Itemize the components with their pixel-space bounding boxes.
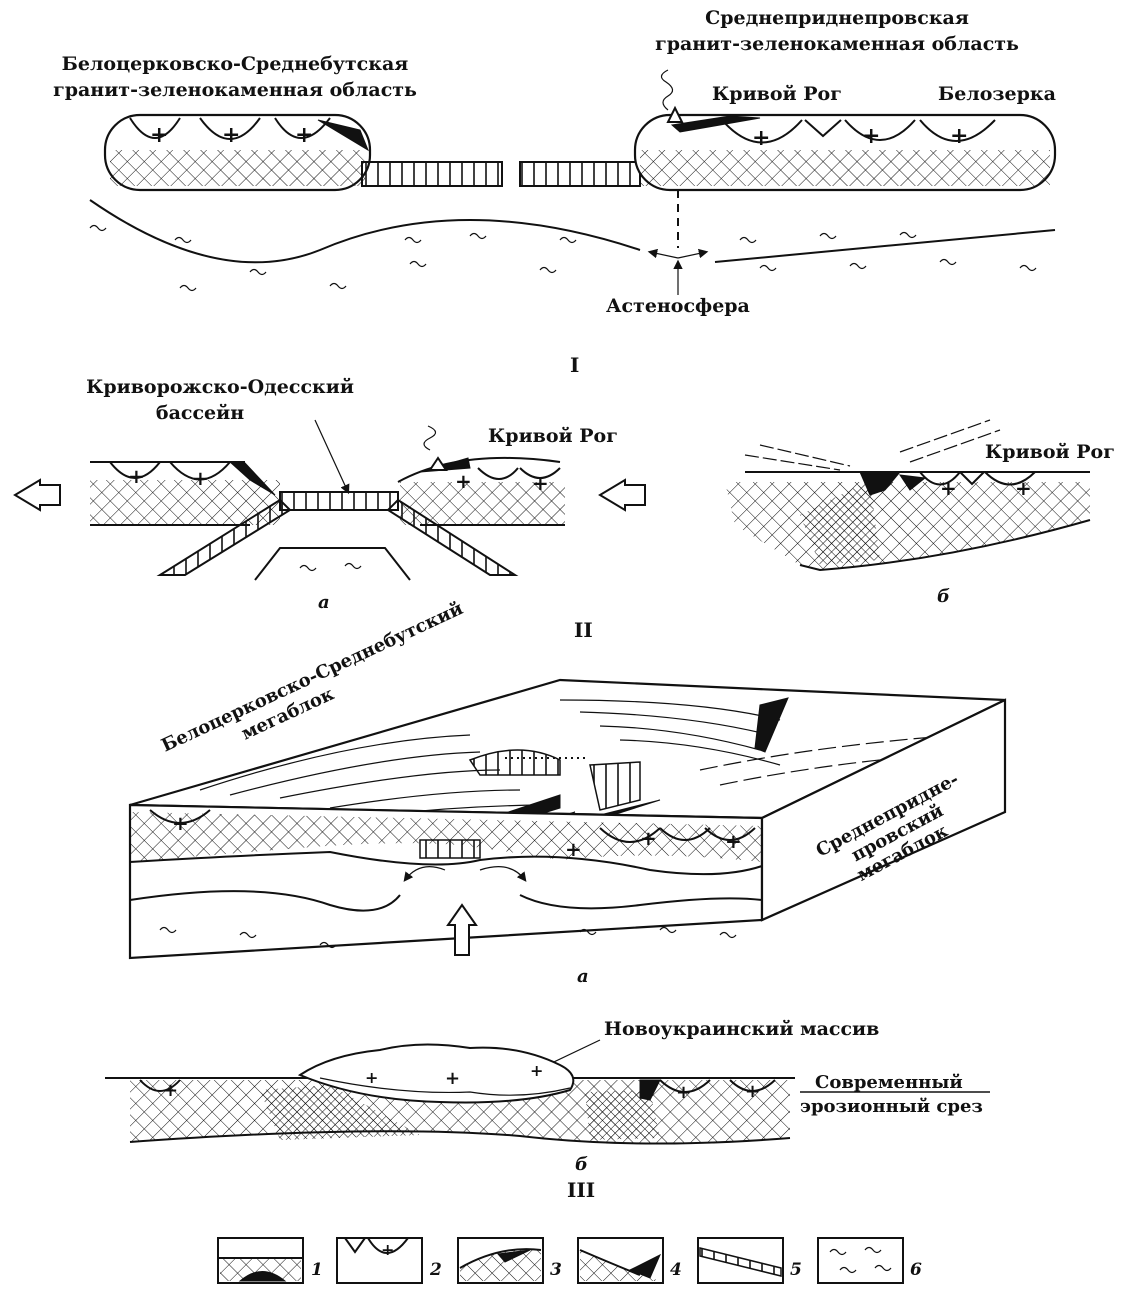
basin-label-line2: бассейн: [156, 402, 244, 424]
plus-symbol: +: [295, 122, 313, 148]
plus-symbol: +: [222, 122, 240, 148]
legend-item-5: 5: [698, 1238, 802, 1283]
compression-arrow-left: [15, 480, 60, 510]
panel-III-a: Белоцерковско-Среднебутский мегаблок + +…: [130, 598, 1005, 987]
mantle-wedge-outline: [255, 548, 410, 580]
legend-label-6: 6: [910, 1260, 922, 1280]
left-crust-hatch: [110, 150, 365, 186]
plus-symbol: +: [640, 826, 657, 850]
kryvyi-rih-label-IIb: Кривой Рог: [985, 441, 1115, 463]
plus-symbol: +: [862, 123, 880, 149]
plus-symbol: +: [163, 1080, 178, 1101]
plus-symbol: +: [192, 466, 209, 490]
basin-label-line1: Криворожско-Одесский: [86, 376, 354, 398]
plus-symbol: +: [172, 811, 189, 835]
numeral-II: II: [574, 618, 593, 642]
thrust-lines-IIb: [745, 420, 1000, 470]
numeral-III: III: [567, 1178, 595, 1202]
right-oceanic-segment: [520, 162, 640, 186]
left-region-label-line1: Белоцерковско-Среднебутская: [62, 53, 409, 75]
asthenosphere-label: Астеносфера: [606, 295, 750, 317]
legend-label-1: 1: [311, 1260, 323, 1280]
legend-item-1: 1: [218, 1238, 323, 1283]
sub-label-IIIb: б: [575, 1154, 588, 1175]
erosion-cut-line1: Современный: [815, 1072, 963, 1093]
legend-item-4: 4: [578, 1238, 682, 1283]
plus-symbol: +: [530, 1061, 543, 1080]
sub-label-IIa: а: [318, 592, 330, 613]
sub-label-IIb: б: [937, 586, 950, 607]
plus-symbol: +: [150, 122, 168, 148]
legend-item-2: + 2: [337, 1238, 442, 1283]
panel-III-b: Новоукраинский массив + + + + + + Соврем…: [105, 1018, 990, 1202]
plus-symbol: +: [745, 1081, 760, 1102]
legend-label-5: 5: [790, 1260, 802, 1280]
plus-symbol: +: [676, 1082, 691, 1103]
numeral-I: I: [570, 353, 579, 377]
basin-pointer: [315, 420, 348, 492]
plus-symbol: +: [532, 471, 549, 495]
plus-symbol: +: [128, 464, 145, 488]
sub-label-IIIa: а: [577, 966, 589, 987]
erosion-cut-line2: эрозионный срез: [800, 1096, 983, 1117]
plus-symbol: +: [1015, 476, 1032, 500]
mantle-boundary-left: [90, 200, 640, 262]
plus-symbol: +: [752, 125, 770, 151]
plus-symbol: +: [445, 1068, 460, 1089]
compression-arrow-right: [600, 480, 645, 510]
crust-hatch-IIb: [725, 482, 1090, 570]
right-crust-hatch: [640, 150, 1050, 186]
volcanic-plume-icon: [661, 70, 672, 110]
spreading-arrow-left: [650, 252, 678, 258]
panel-I: Белоцерковско-Среднебутская гранит-зелен…: [53, 7, 1056, 377]
legend: 1 + 2 3 4 5: [218, 1238, 922, 1283]
right-region-label-line2: гранит-зеленокаменная область: [655, 33, 1019, 55]
legend-label-2: 2: [429, 1260, 442, 1280]
svg-text:+: +: [381, 1240, 394, 1259]
plus-symbol: +: [950, 123, 968, 149]
plus-symbol: +: [455, 469, 472, 493]
volcanic-plume-icon: [424, 426, 436, 450]
right-region-label-line1: Среднеприднепровская: [705, 7, 969, 29]
panel-II: Криворожско-Одесский бассейн Кривой Рог …: [15, 376, 1115, 642]
legend-item-3: 3: [458, 1238, 562, 1283]
legend-label-3: 3: [550, 1260, 562, 1280]
mantle-boundary-right: [715, 230, 1055, 262]
spreading-arrow-right: [678, 252, 706, 258]
front-basin-segment: [420, 840, 480, 858]
belozerka-label: Белозерка: [938, 83, 1056, 105]
basin-oceanic-crust: [280, 492, 398, 510]
legend-item-6: 6: [818, 1238, 922, 1283]
novoukrainka-label: Новоукраинский массив: [604, 1018, 879, 1040]
left-oceanic-segment: [362, 162, 502, 186]
kryvyi-rih-label-I: Кривой Рог: [712, 83, 842, 105]
plus-symbol: +: [940, 476, 957, 500]
kryvyi-rih-label-IIa: Кривой Рог: [488, 425, 618, 447]
plus-symbol: +: [725, 829, 742, 853]
asthenosphere-waves-I: [90, 226, 1036, 291]
left-region-label-line2: гранит-зеленокаменная область: [53, 79, 417, 101]
legend-label-4: 4: [670, 1260, 682, 1280]
plus-symbol: +: [365, 1068, 378, 1087]
